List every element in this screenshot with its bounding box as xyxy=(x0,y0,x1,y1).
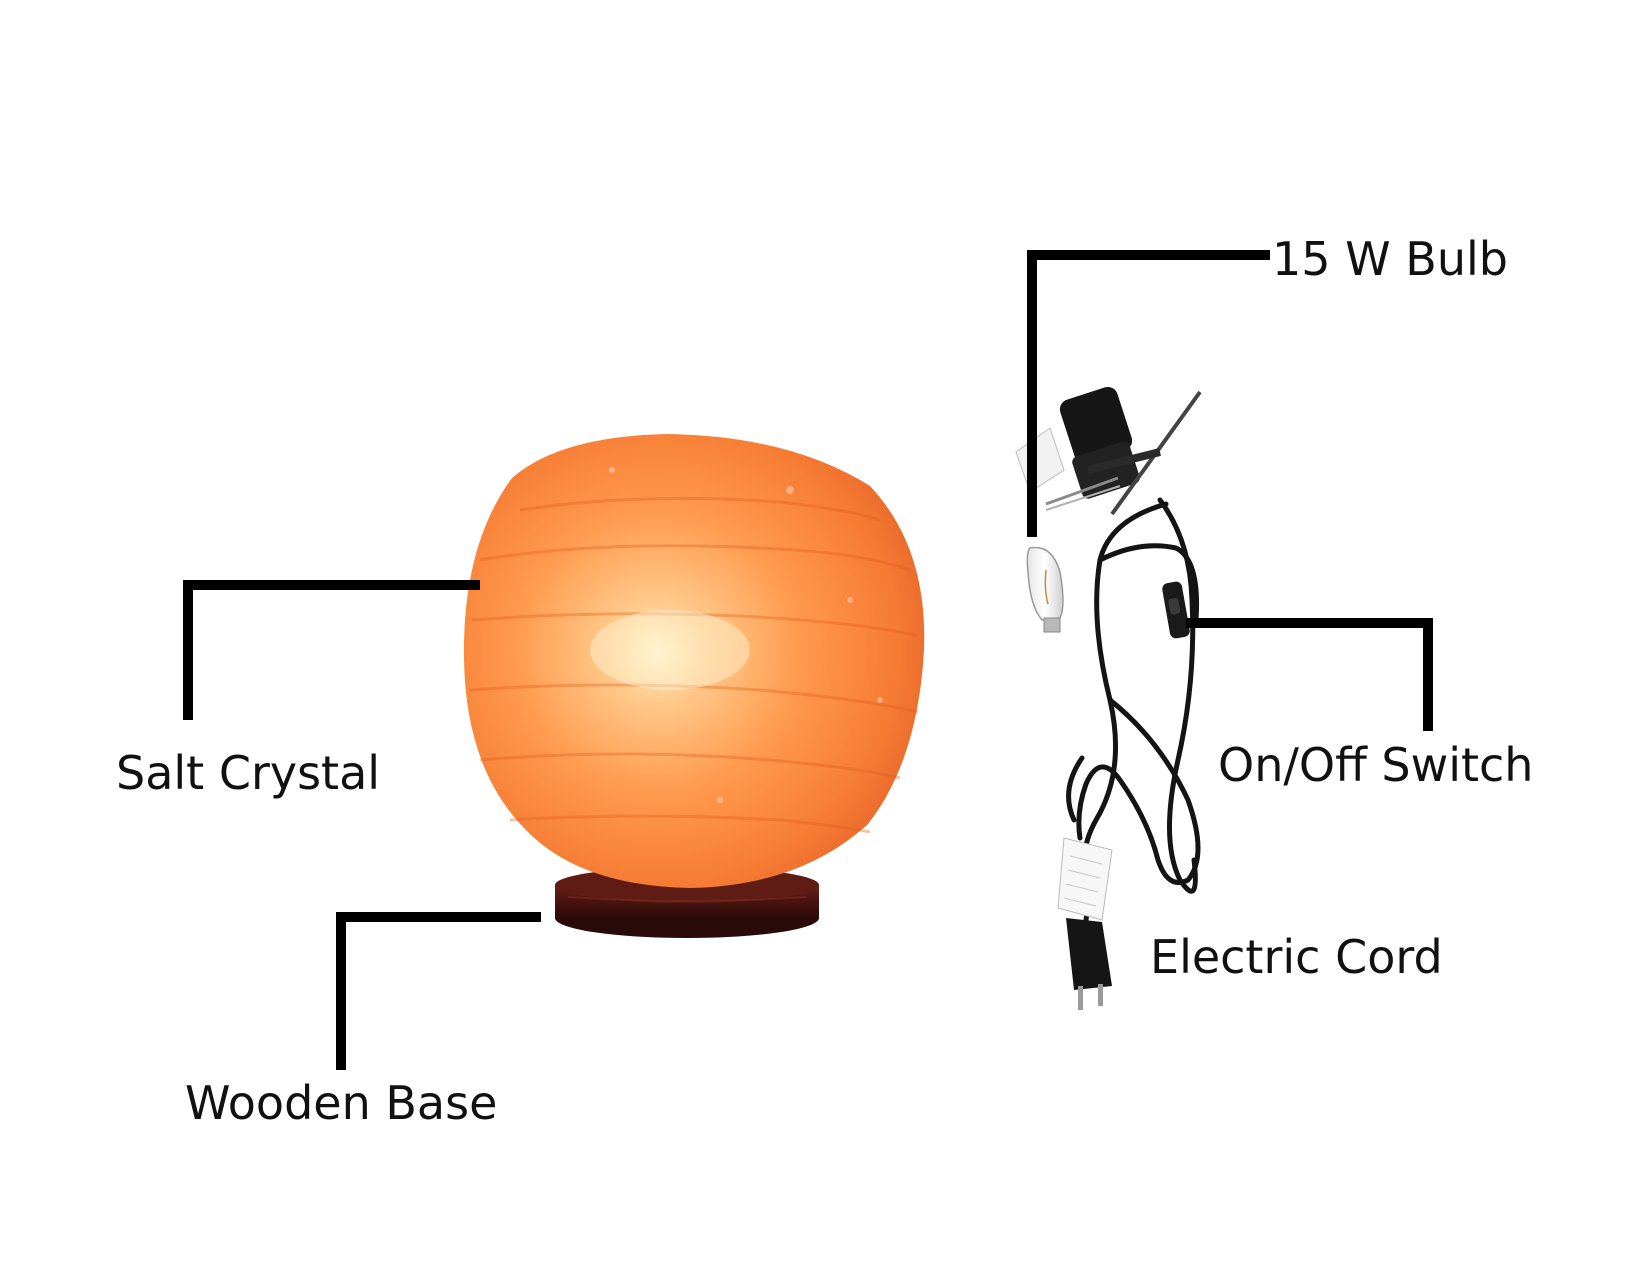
cord-icon xyxy=(1066,497,1201,923)
salt-crystal-leader-line xyxy=(183,580,480,720)
wooden-base-leader-line xyxy=(336,912,541,1070)
salt-lamp xyxy=(463,434,925,938)
leader-lines xyxy=(183,250,1433,1070)
bulb-label: 15 W Bulb xyxy=(1272,232,1508,286)
tag-icon xyxy=(1015,427,1065,493)
cord-kit xyxy=(1015,386,1202,1010)
switch-label: On/Off Switch xyxy=(1218,738,1534,792)
switch-leader-line xyxy=(1186,618,1433,731)
plug-icon xyxy=(1066,918,1112,1010)
bulb-leader-line xyxy=(1027,250,1270,537)
electric-cord-label: Electric Cord xyxy=(1150,930,1443,984)
bulb-icon xyxy=(1026,546,1064,633)
cord-tag-icon xyxy=(1057,837,1113,921)
switch-icon xyxy=(1162,581,1190,639)
salt-crystal-label: Salt Crystal xyxy=(116,746,381,800)
wooden-base-label: Wooden Base xyxy=(185,1076,498,1130)
salt-crystal-icon xyxy=(463,434,925,888)
socket-icon xyxy=(1045,386,1202,516)
